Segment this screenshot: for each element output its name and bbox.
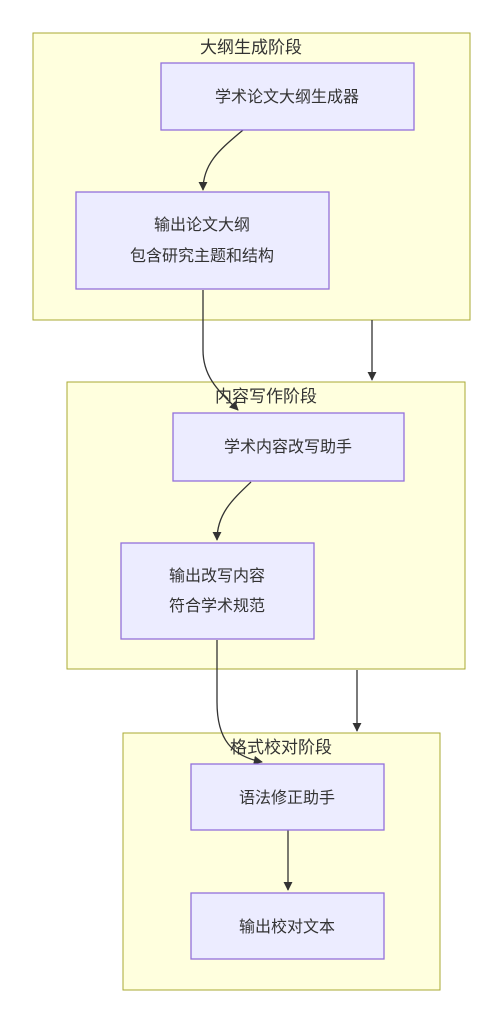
node-rewrite-output-label-line2: 符合学术规范 — [169, 596, 265, 615]
node-grammar-tool-label: 语法修正助手 — [239, 788, 335, 807]
stage-outline-title: 大纲生成阶段 — [200, 38, 302, 58]
stage-writing-title: 内容写作阶段 — [215, 387, 317, 407]
node-proof-output-label: 输出校对文本 — [239, 917, 335, 936]
node-proof-output: 输出校对文本 — [190, 892, 385, 960]
node-rewrite-output-box — [120, 542, 315, 640]
node-outline-output-label-line2: 包含研究主题和结构 — [130, 246, 274, 265]
edge-outline-output-to-rewrite-tool — [202, 290, 239, 411]
node-grammar-tool: 语法修正助手 — [190, 763, 385, 831]
node-proof-output-box — [190, 892, 385, 960]
node-rewrite-output-label-line1: 输出改写内容 — [169, 566, 265, 585]
node-outline-output-label-line1: 输出论文大纲 — [154, 215, 250, 234]
edge-outline-tool-to-output — [198, 129, 244, 191]
edges — [198, 129, 377, 891]
node-outline-tool-box — [160, 62, 415, 131]
node-rewrite-output: 输出改写内容 符合学术规范 — [120, 542, 315, 640]
node-rewrite-tool-label: 学术内容改写助手 — [224, 437, 352, 456]
node-outline-tool-label: 学术论文大纲生成器 — [215, 87, 359, 106]
node-rewrite-tool-box — [172, 412, 405, 482]
edge-rewrite-output-to-grammar-tool — [216, 640, 263, 765]
edge-rewrite-tool-to-output — [212, 481, 252, 541]
node-outline-output: 输出论文大纲 包含研究主题和结构 — [75, 191, 330, 290]
node-outline-tool: 学术论文大纲生成器 — [160, 62, 415, 131]
stage-proofreading-title: 格式校对阶段 — [230, 738, 332, 758]
node-rewrite-tool: 学术内容改写助手 — [172, 412, 405, 482]
node-grammar-tool-box — [190, 763, 385, 831]
node-outline-output-box — [75, 191, 330, 290]
